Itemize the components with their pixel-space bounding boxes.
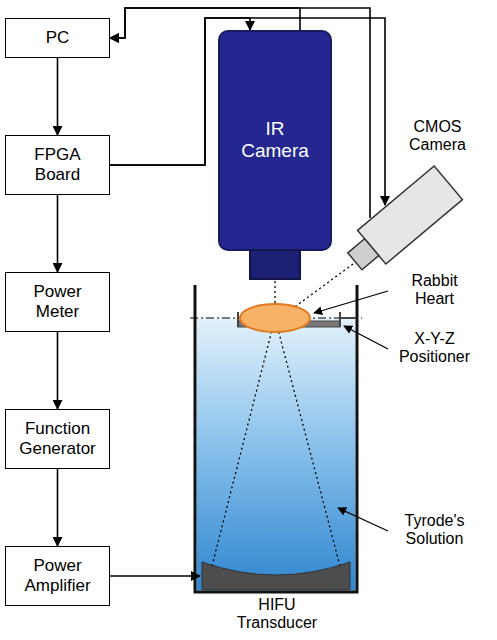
connector [57, 332, 59, 409]
camera-body [219, 31, 331, 250]
hifu-transducer: HIFU Transducer [195, 552, 359, 636]
rabbit-heart [240, 304, 310, 332]
tank-wall [195, 285, 357, 592]
leader-line [338, 508, 388, 531]
label-holder: Tyrode's Solution [392, 512, 477, 549]
cmos-view-line [292, 264, 353, 309]
node-label: HIFU Transducer [232, 596, 322, 633]
tyrodes-solution [197, 318, 356, 591]
label-holder: Rabbit Heart [392, 272, 477, 309]
connector [110, 575, 200, 577]
label-holder: X-Y-Z Positioner [392, 330, 477, 367]
part-label: Rabbit Heart [392, 272, 477, 309]
leader-line [344, 326, 388, 349]
node-label: Function Generator [6, 419, 109, 458]
node-label: Power Meter [6, 282, 109, 321]
process-box: Power Amplifier [5, 546, 110, 606]
camera-lens [250, 250, 300, 279]
process-box: Function Generator [5, 409, 110, 469]
camera-lens [348, 239, 379, 270]
process-box: PC [5, 18, 110, 58]
node-label: CMOS Camera [395, 118, 480, 155]
ir-camera: IR Camera [218, 30, 332, 280]
process-box: Power Meter [5, 272, 110, 332]
process-box: FPGA Board [5, 135, 110, 195]
focus-beam [275, 318, 340, 566]
connector [57, 469, 59, 546]
positioner-arm [340, 312, 355, 327]
leader-line [314, 291, 388, 313]
positioner-tab [237, 312, 239, 327]
connector [57, 195, 59, 272]
node-label: FPGA Board [6, 145, 109, 184]
node-label: IR Camera [238, 118, 312, 162]
connector [57, 58, 59, 135]
cmos-camera: CMOS Camera [340, 116, 482, 276]
part-label: X-Y-Z Positioner [392, 330, 477, 367]
transducer-body [202, 562, 350, 590]
focus-beam [212, 318, 275, 566]
node-label: Power Amplifier [6, 556, 109, 595]
part-label: Tyrode's Solution [392, 512, 477, 549]
node-label: PC [42, 28, 74, 48]
ir-view-line [274, 281, 275, 304]
